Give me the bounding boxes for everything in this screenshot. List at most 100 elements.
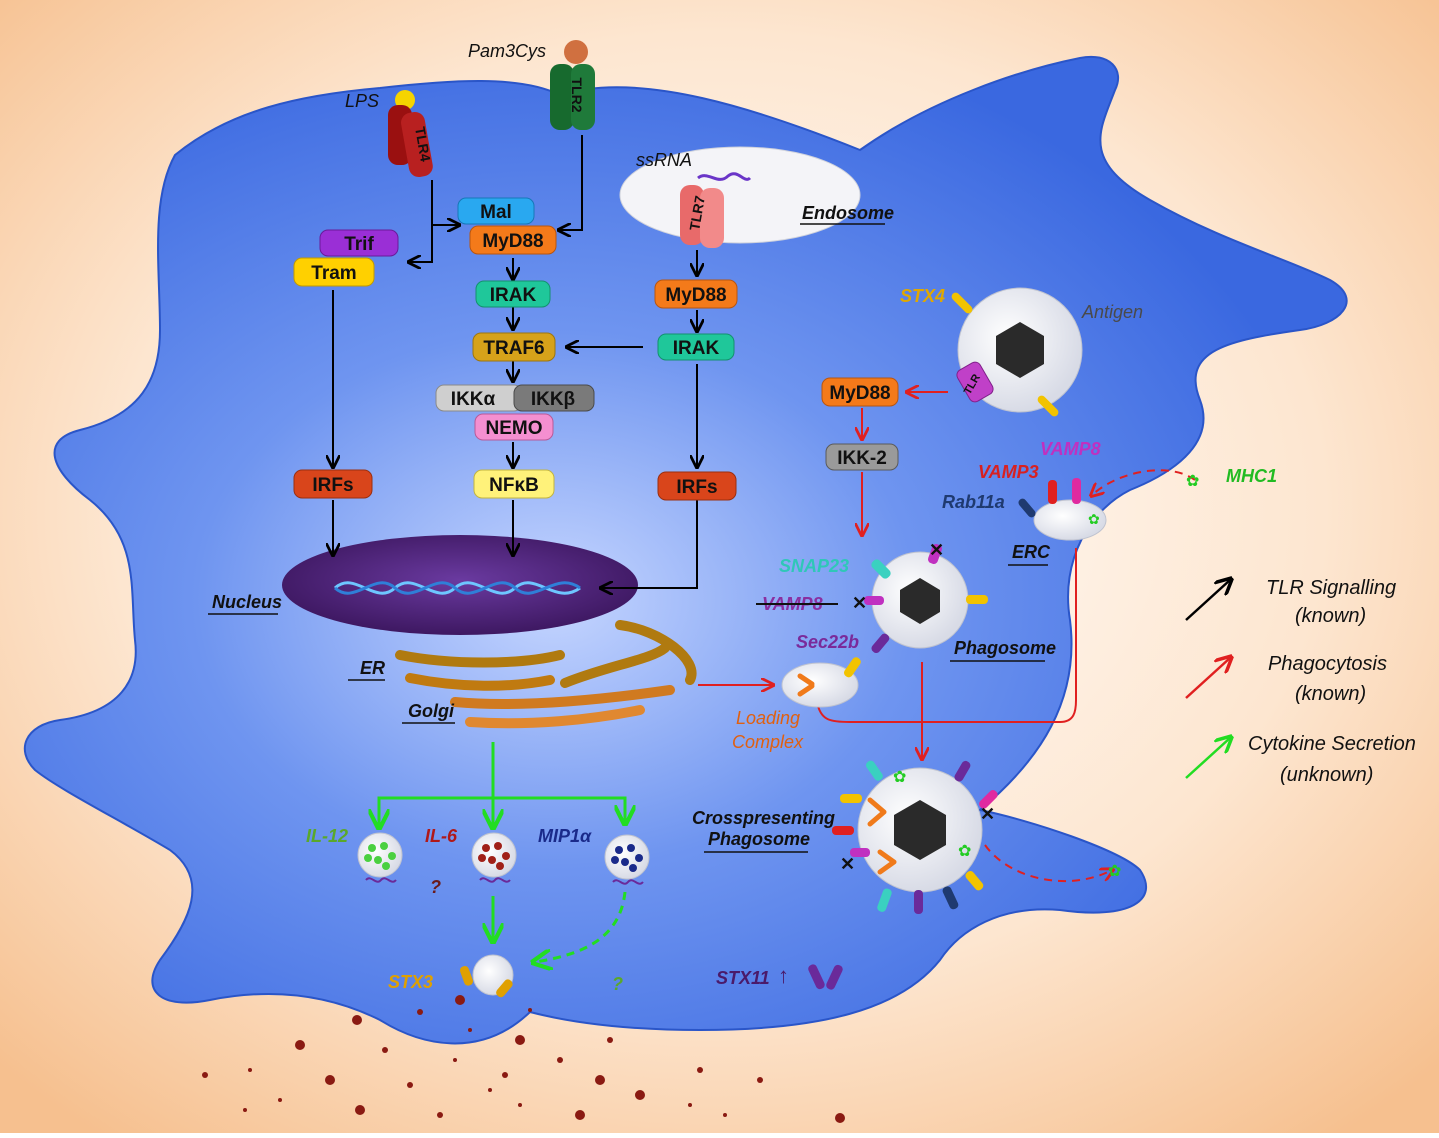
endosome-label: Endosome — [802, 203, 894, 223]
cytokine-particle — [607, 1037, 613, 1043]
cytokine-particle — [417, 1009, 423, 1015]
golgi-label: Golgi — [408, 701, 455, 721]
myd88-box-b: MyD88 — [654, 279, 738, 309]
nemo-box: NEMO — [474, 413, 554, 441]
svg-text:✿: ✿ — [893, 769, 906, 786]
legend-item-phagocytosis: Phagocytosis (known) — [1185, 653, 1387, 705]
svg-text:✿: ✿ — [958, 843, 971, 860]
ikka-box: IKKα — [435, 384, 523, 412]
phagosome-label: Phagosome — [954, 638, 1056, 658]
mhc1-surface-icon: ✿ — [1108, 863, 1121, 880]
traf6-box: TRAF6 — [472, 332, 556, 362]
svg-text:Trif: Trif — [344, 234, 374, 255]
cytokine-particle — [468, 1028, 472, 1032]
tlr2-receptor: TLR2 — [550, 40, 595, 130]
svg-text:IKKβ: IKKβ — [531, 389, 575, 410]
svg-text:NFκB: NFκB — [489, 475, 539, 496]
phagocytosis-arrows — [698, 392, 1196, 882]
cytokine-arrows — [379, 742, 625, 962]
ssrna-label: ssRNA — [636, 150, 692, 170]
legend-item-cytokine-secretion: Cytokine Secretion (unknown) — [1185, 733, 1416, 786]
svg-text:TLR Signalling: TLR Signalling — [1266, 577, 1396, 599]
cytokine-particle — [437, 1112, 443, 1118]
irfs-box-b: IRFs — [657, 471, 737, 501]
irfs-box-a: IRFs — [293, 469, 373, 499]
cytokine-particle — [688, 1103, 692, 1107]
mip1a-vesicle — [604, 834, 650, 885]
stx3-label: STX3 — [388, 972, 433, 992]
irak-box-a: IRAK — [475, 280, 551, 308]
cytokine-particle — [528, 1008, 532, 1012]
question-mark-2: ? — [612, 974, 623, 994]
il12-vesicle — [357, 832, 403, 883]
up-arrow-icon: ↑ — [778, 963, 789, 988]
svg-text:Phagocytosis: Phagocytosis — [1268, 653, 1387, 675]
svg-text:IKKα: IKKα — [451, 389, 496, 410]
cytokine-particle — [355, 1105, 365, 1115]
svg-text:(unknown): (unknown) — [1280, 764, 1373, 786]
tlr7-receptor: TLR7 — [680, 172, 752, 248]
svg-text:MyD88: MyD88 — [829, 383, 890, 404]
nfkb-box: NFκB — [473, 469, 555, 499]
il12-label: IL-12 — [306, 826, 348, 846]
legend-item-tlr-signalling: TLR Signalling (known) — [1185, 577, 1396, 627]
phagosome: ✕ ✕ — [852, 540, 988, 654]
cytokine-particle — [278, 1098, 282, 1102]
lps-label: LPS — [345, 91, 379, 111]
antigen-particle — [996, 322, 1044, 378]
pam3cys-label: Pam3Cys — [468, 41, 546, 61]
mal-box: Mal — [457, 197, 535, 225]
svg-text:IKK-2: IKK-2 — [837, 448, 887, 469]
svg-text:TRAF6: TRAF6 — [483, 338, 544, 359]
antigen-vesicle: TLR — [951, 287, 1083, 417]
svg-text:MyD88: MyD88 — [482, 231, 543, 252]
loading-complex-vesicle — [781, 657, 861, 708]
svg-text:IRFs: IRFs — [312, 475, 353, 496]
svg-text:IRAK: IRAK — [673, 338, 720, 359]
ikk2-box: IKK-2 — [825, 443, 899, 471]
crosspresenting-phagosome: ✿ ✕ ✕ ✿ — [832, 760, 998, 914]
il6-vesicle — [471, 832, 517, 883]
ssrna-strand — [697, 172, 752, 181]
tlr-signalling-arrows — [333, 135, 697, 588]
cytokine-particle — [835, 1113, 845, 1123]
cytokine-particle — [515, 1035, 525, 1045]
svg-text:Cytokine Secretion: Cytokine Secretion — [1248, 733, 1416, 755]
released-cytokines — [202, 995, 845, 1123]
svg-text:Mal: Mal — [480, 202, 512, 223]
crosspresenting-label-1: Crosspresenting — [692, 808, 835, 828]
loading-label-2: Complex — [732, 732, 804, 752]
snap23-label: SNAP23 — [779, 556, 849, 576]
cytokine-particle — [455, 995, 465, 1005]
ikkb-box: IKKβ — [513, 384, 595, 412]
tlr2-label: TLR2 — [569, 78, 585, 113]
svg-text:MyD88: MyD88 — [665, 285, 726, 306]
tram-box: Tram — [293, 257, 375, 287]
cytokine-particle — [595, 1075, 605, 1085]
cytokine-particle — [557, 1057, 563, 1063]
er-golgi — [395, 620, 697, 729]
mhc1-label: MHC1 — [1226, 466, 1277, 486]
erc-vesicle: ✿ — [1018, 478, 1107, 541]
cytokine-particle — [325, 1075, 335, 1085]
cytokine-particle — [502, 1072, 508, 1078]
svg-text:IRAK: IRAK — [490, 285, 537, 306]
cytokine-particle — [382, 1047, 388, 1053]
cytokine-particle — [635, 1090, 645, 1100]
cytokine-particle — [723, 1113, 727, 1117]
cytokine-particle — [202, 1072, 208, 1078]
cytokine-particle — [295, 1040, 305, 1050]
antigen-label: Antigen — [1081, 302, 1143, 322]
mhc1-in-erc: ✿ — [1088, 511, 1100, 527]
er-label: ER — [360, 658, 385, 678]
legend: TLR Signalling (known) Phagocytosis (kno… — [1185, 577, 1416, 786]
svg-text:NEMO: NEMO — [486, 418, 543, 439]
svg-text:✕: ✕ — [840, 854, 855, 874]
irak-box-b: IRAK — [657, 333, 735, 361]
svg-text:(known): (known) — [1295, 605, 1366, 627]
crosspresenting-label-2: Phagosome — [708, 829, 810, 849]
vamp3-label: VAMP3 — [978, 462, 1039, 482]
dna-helix — [333, 581, 581, 595]
mhc1-icon: ✿ — [1186, 473, 1199, 490]
erc-label: ERC — [1012, 542, 1051, 562]
